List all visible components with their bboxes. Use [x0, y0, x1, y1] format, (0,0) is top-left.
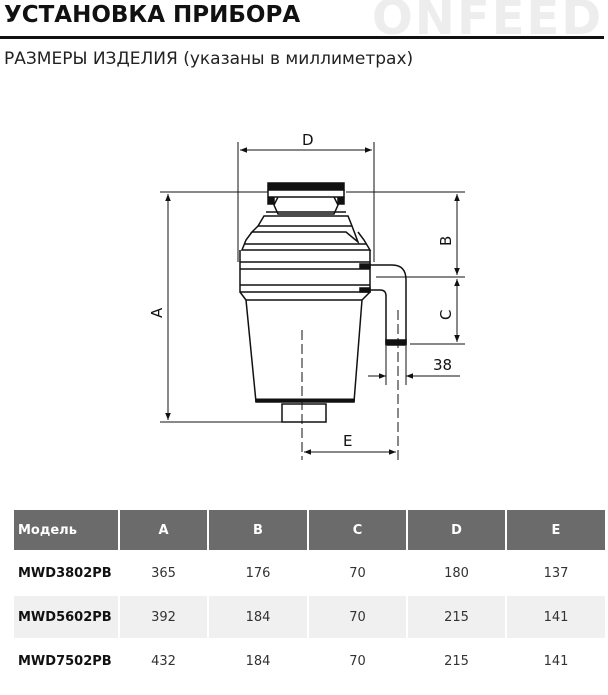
page-title: УСТАНОВКА ПРИБОРА — [4, 2, 301, 28]
dimensions-table: Модель A B C D E MWD3802PB 365 176 70 18… — [12, 508, 607, 684]
cell-a: 365 — [120, 552, 207, 594]
cell-d: 215 — [408, 596, 505, 638]
dimension-lines — [160, 142, 465, 460]
label-c: C — [437, 310, 455, 320]
table-row: MWD5602PB 392 184 70 215 141 — [14, 596, 605, 638]
cell-d: 180 — [408, 552, 505, 594]
cell-b: 184 — [209, 596, 307, 638]
label-b: B — [437, 236, 455, 246]
cell-a: 432 — [120, 640, 207, 682]
header-model: Модель — [14, 510, 118, 550]
label-e: E — [343, 432, 352, 450]
header-e: E — [507, 510, 605, 550]
table-row: MWD3802PB 365 176 70 180 137 — [14, 552, 605, 594]
page-subtitle: РАЗМЕРЫ ИЗДЕЛИЯ (указаны в миллиметрах) — [4, 49, 414, 69]
header-b: B — [209, 510, 307, 550]
cell-e: 137 — [507, 552, 605, 594]
disposer-outline — [239, 182, 407, 423]
cell-model: MWD3802PB — [14, 552, 118, 594]
cell-e: 141 — [507, 596, 605, 638]
cell-b: 184 — [209, 640, 307, 682]
title-underline — [0, 36, 604, 39]
cell-model: MWD7502PB — [14, 640, 118, 682]
label-d: D — [302, 131, 314, 149]
cell-c: 70 — [309, 640, 406, 682]
cell-b: 176 — [209, 552, 307, 594]
table-row: MWD7502PB 432 184 70 215 141 — [14, 640, 605, 682]
header-a: A — [120, 510, 207, 550]
cell-c: 70 — [309, 552, 406, 594]
header-d: D — [408, 510, 505, 550]
table-header-row: Модель A B C D E — [14, 510, 605, 550]
cell-d: 215 — [408, 640, 505, 682]
cell-e: 141 — [507, 640, 605, 682]
label-a: A — [148, 307, 166, 318]
dimension-drawing: D A B C 38 E — [148, 131, 465, 460]
cell-model: MWD5602PB — [14, 596, 118, 638]
cell-a: 392 — [120, 596, 207, 638]
label-pipe-38: 38 — [433, 356, 452, 374]
header-c: C — [309, 510, 406, 550]
cell-c: 70 — [309, 596, 406, 638]
